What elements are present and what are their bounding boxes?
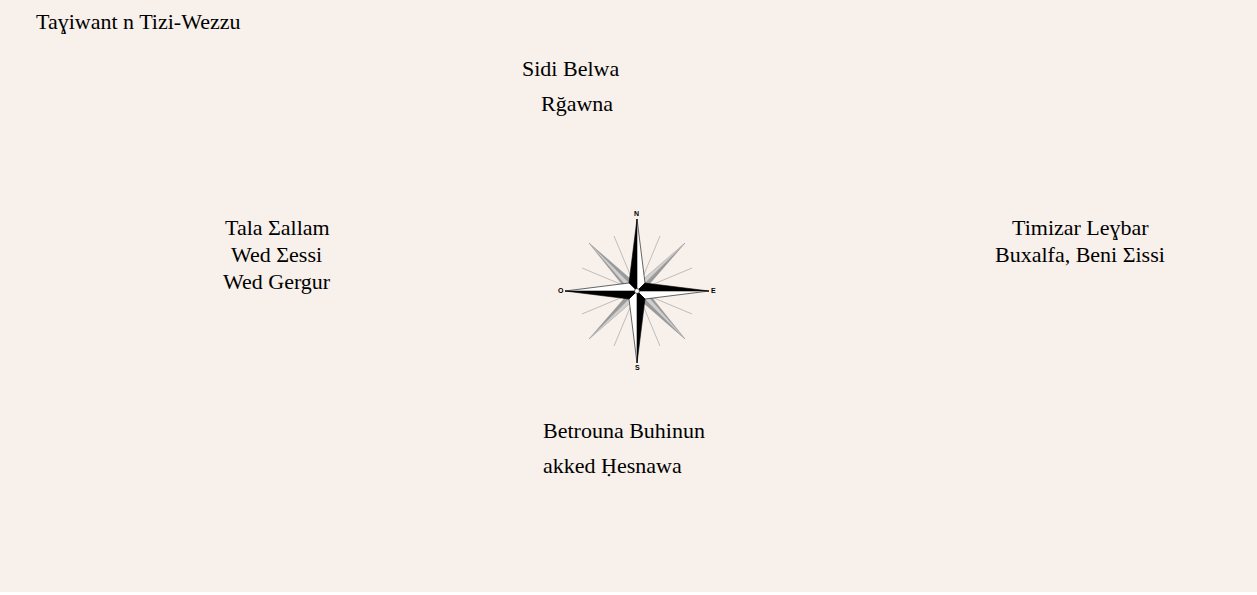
compass-letter: O bbox=[558, 287, 563, 295]
place-name: Wed Σessi bbox=[231, 242, 322, 268]
place-name: Buxalfa, Beni Σissi bbox=[995, 242, 1165, 268]
place-name: Timizar Leɣbar bbox=[1012, 215, 1149, 241]
place-name: Sidi Belwa bbox=[522, 56, 619, 82]
place-name: Wed Gergur bbox=[223, 269, 330, 295]
compass-letter: N bbox=[634, 210, 639, 218]
place-name: Tala Σallam bbox=[225, 215, 330, 241]
place-name: Betrouna Buhinun bbox=[543, 418, 705, 444]
compass-letter: S bbox=[635, 364, 640, 372]
compass-letter: E bbox=[711, 287, 716, 295]
place-name: akked Ḥesnawa bbox=[543, 453, 682, 479]
map-title: Taɣiwant n Tizi-Wezzu bbox=[36, 9, 240, 35]
place-name: Rğawna bbox=[541, 91, 613, 117]
